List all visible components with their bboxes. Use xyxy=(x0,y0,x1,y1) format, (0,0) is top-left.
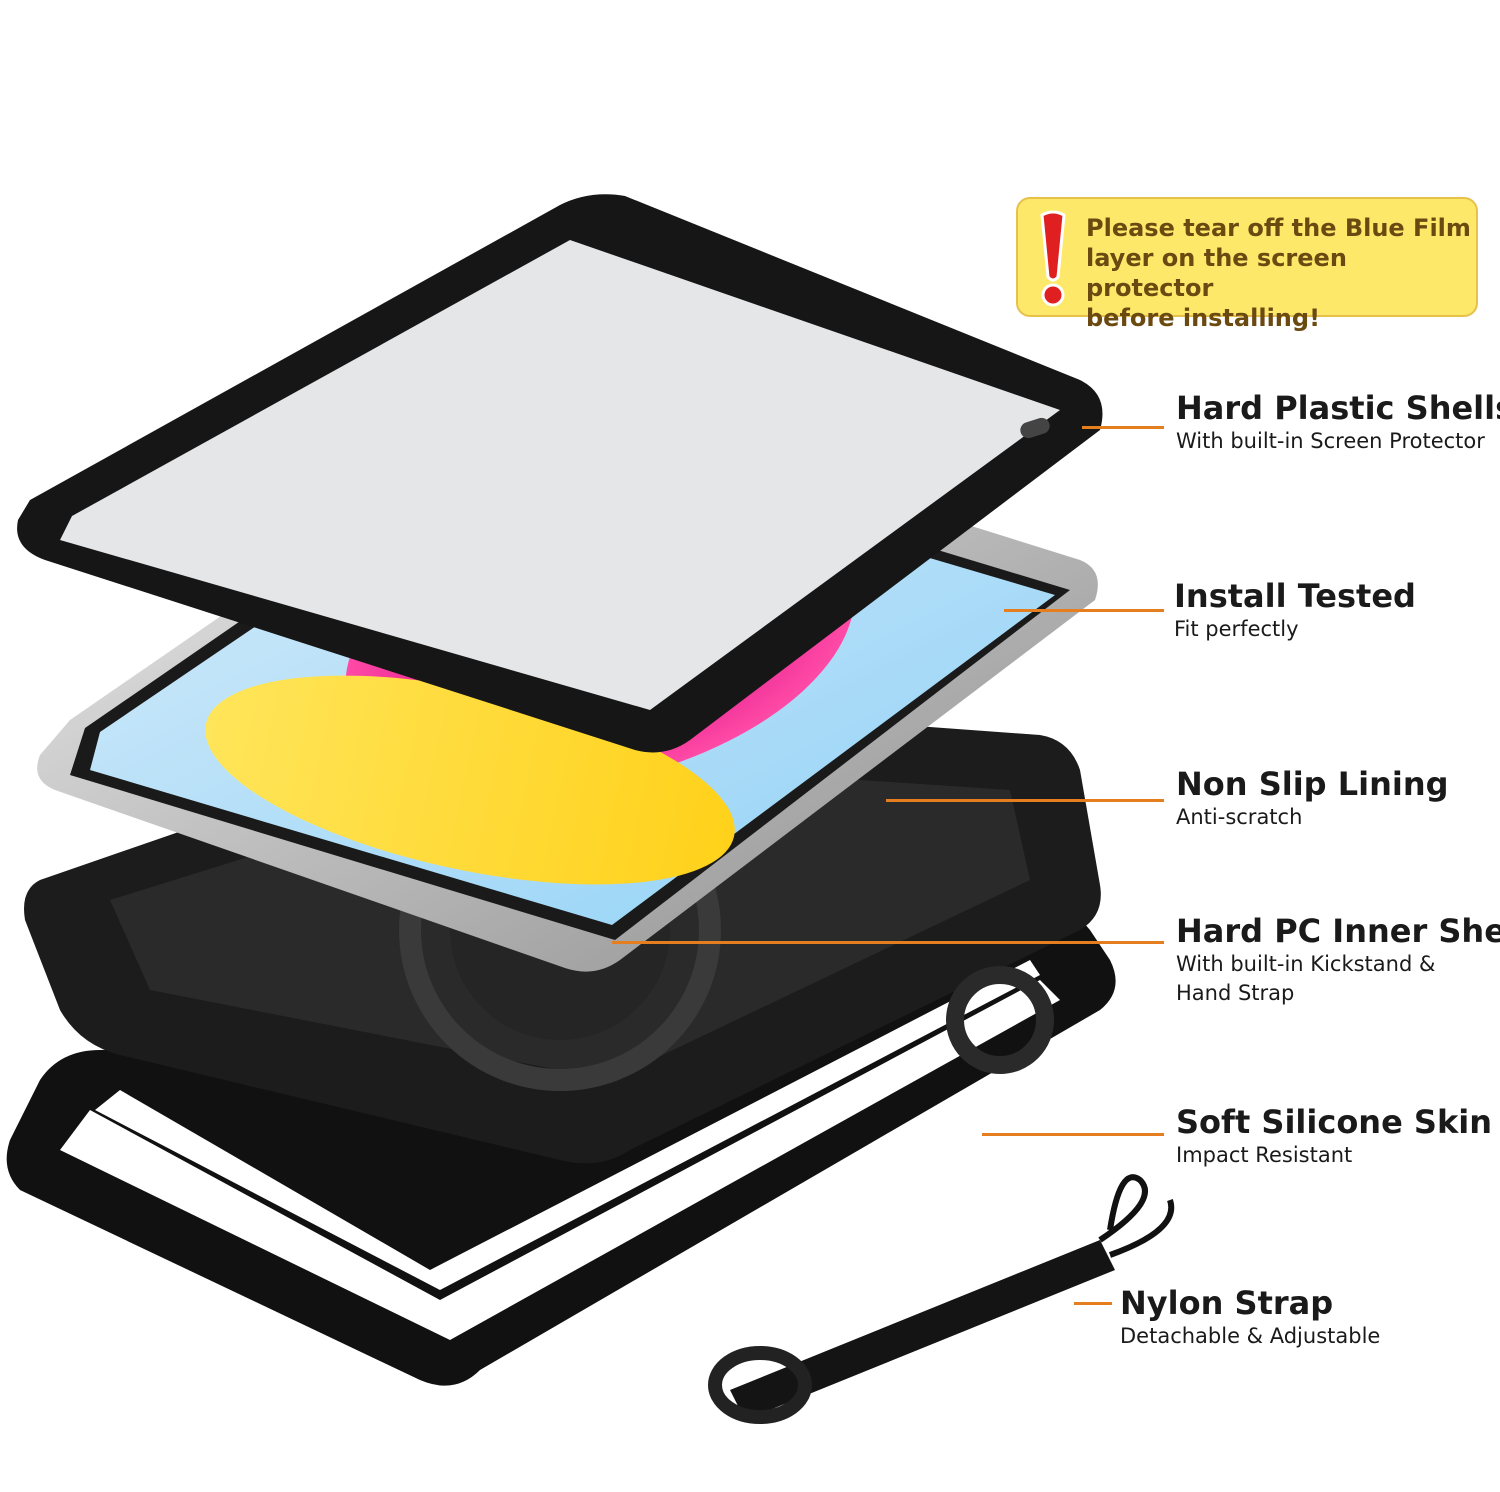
feature-hard-pc-inner-shell: Hard PC Inner Shell With built-in Kickst… xyxy=(1176,912,1500,1008)
install-notice: Please tear off the Blue Film layer on t… xyxy=(1016,197,1478,332)
feature-title: Nylon Strap xyxy=(1120,1284,1334,1322)
notice-text: Please tear off the Blue Film layer on t… xyxy=(1086,214,1471,332)
leader-line-nylon-strap xyxy=(1074,1302,1112,1305)
feature-subtitle: With built-in Screen Protector xyxy=(1176,429,1485,453)
feature-title: Hard PC Inner Shell xyxy=(1176,912,1500,950)
leader-line-install-tested xyxy=(1004,609,1164,612)
feature-subtitle: Anti-scratch xyxy=(1176,805,1303,829)
exclamation-icon xyxy=(1040,210,1066,307)
feature-nylon-strap: Nylon Strap Detachable & Adjustable xyxy=(1120,1284,1380,1351)
feature-title: Soft Silicone Skin xyxy=(1176,1103,1492,1141)
feature-title: Non Slip Lining xyxy=(1176,765,1449,803)
feature-install-tested: Install Tested Fit perfectly xyxy=(1174,577,1416,644)
feature-subtitle: Detachable & Adjustable xyxy=(1120,1324,1381,1348)
leader-line-hard-pc-inner-shell xyxy=(612,941,1164,944)
feature-non-slip-lining: Non Slip Lining Anti-scratch xyxy=(1176,765,1449,832)
feature-title: Hard Plastic Shells xyxy=(1176,389,1500,427)
leader-line-hard-plastic-shells xyxy=(1082,426,1164,429)
feature-title: Install Tested xyxy=(1174,577,1416,615)
feature-subtitle: With built-in Kickstand & Hand Strap xyxy=(1176,952,1436,1005)
feature-subtitle: Fit perfectly xyxy=(1174,617,1299,641)
feature-soft-silicone-skin: Soft Silicone Skin Impact Resistant xyxy=(1176,1103,1492,1170)
leader-line-soft-silicone-skin xyxy=(982,1133,1164,1136)
front-frame-layer xyxy=(17,194,1103,753)
leader-line-non-slip-lining xyxy=(886,799,1164,802)
feature-hard-plastic-shells: Hard Plastic Shells With built-in Screen… xyxy=(1176,389,1500,456)
feature-subtitle: Impact Resistant xyxy=(1176,1143,1353,1167)
nylon-strap-layer xyxy=(708,1174,1175,1424)
